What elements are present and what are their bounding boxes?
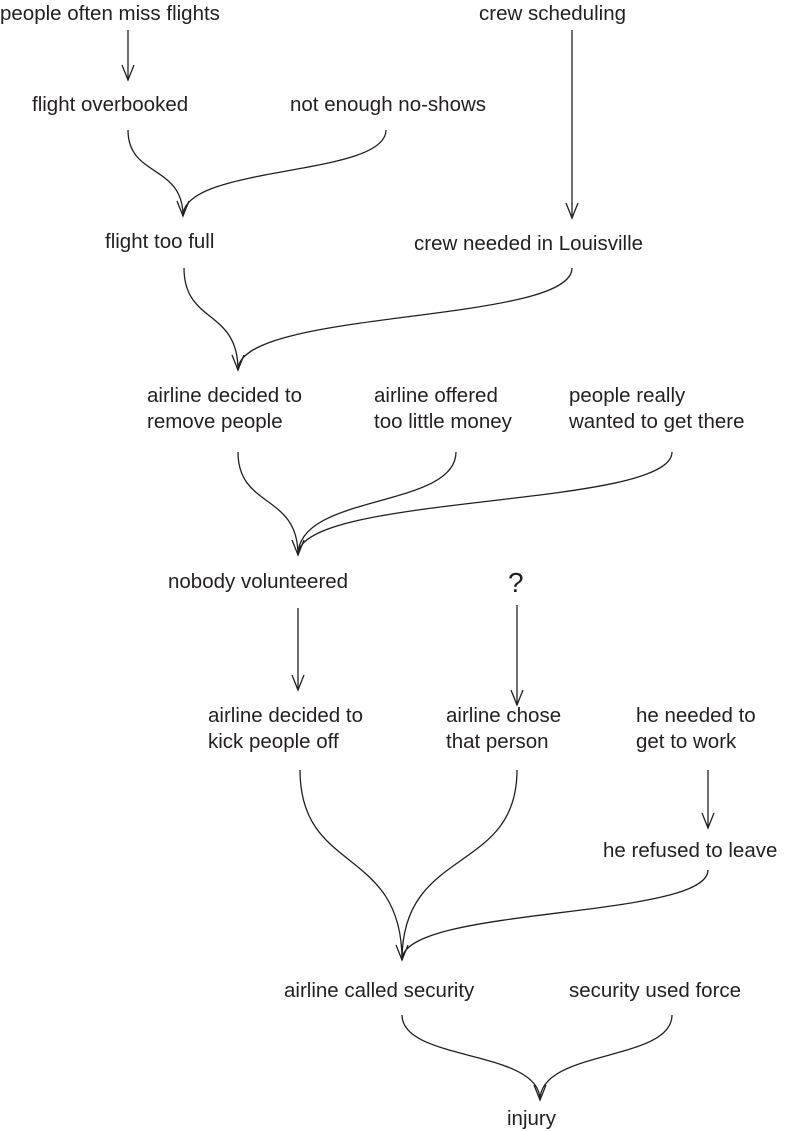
arrowhead-icon xyxy=(395,944,409,962)
node-line: flight overbooked xyxy=(32,93,188,116)
node-line: get to work xyxy=(636,730,737,753)
node-crew-scheduling: crew scheduling xyxy=(479,2,626,25)
node-injury: injury xyxy=(507,1107,557,1130)
converging-arrow xyxy=(297,451,673,556)
node-line: airline chose xyxy=(446,704,561,727)
node-unknown: ? xyxy=(508,567,524,598)
node-line: airline decided to xyxy=(208,704,363,727)
node-crew-needed: crew needed in Louisville xyxy=(414,232,643,255)
arrowhead-icon xyxy=(121,64,135,82)
node-line: people really xyxy=(569,384,686,407)
node-too-full: flight too full xyxy=(105,230,214,253)
node-line: remove people xyxy=(147,410,283,433)
node-decided-remove: airline decided to remove people xyxy=(147,384,302,433)
arrowhead-icon xyxy=(231,354,245,372)
node-needed-work: he needed to get to work xyxy=(636,704,756,753)
converging-arrow xyxy=(299,769,403,961)
node-line: not enough no-shows xyxy=(290,93,486,116)
converging-arrow xyxy=(182,129,387,217)
nodes: people often miss flights crew scheduling… xyxy=(0,2,777,1130)
converging-arrow xyxy=(401,769,518,961)
node-line: he refused to leave xyxy=(603,839,777,862)
converging-arrow xyxy=(127,129,184,217)
node-line: ? xyxy=(508,567,524,598)
node-line: crew scheduling xyxy=(479,2,626,25)
converging-arrow xyxy=(237,451,299,556)
arrowhead-icon xyxy=(291,674,305,692)
node-line: flight too full xyxy=(105,230,214,253)
converging-arrow xyxy=(297,451,457,556)
arrowhead-icon xyxy=(176,200,190,218)
node-wanted-there: people really wanted to get there xyxy=(568,384,745,433)
node-no-shows: not enough no-shows xyxy=(290,93,486,116)
node-overbooked: flight overbooked xyxy=(32,93,188,116)
node-line: airline called security xyxy=(284,979,475,1002)
arrowhead-icon xyxy=(533,1084,547,1102)
node-chose-person: airline chose that person xyxy=(446,704,561,753)
node-line: kick people off xyxy=(208,730,339,753)
converging-arrow xyxy=(237,267,573,371)
converging-arrow xyxy=(401,869,709,961)
node-kick-off: airline decided to kick people off xyxy=(208,704,363,753)
node-refused: he refused to leave xyxy=(603,839,777,862)
arrowhead-icon xyxy=(565,202,579,220)
arrowhead-icon xyxy=(291,539,305,557)
node-line: that person xyxy=(446,730,549,753)
node-line: people often miss flights xyxy=(0,2,220,25)
node-line: nobody volunteered xyxy=(168,570,348,593)
arrowhead-icon xyxy=(510,689,524,707)
arrowhead-icon xyxy=(701,812,715,830)
edges xyxy=(121,30,715,1102)
node-line: wanted to get there xyxy=(568,410,745,433)
node-line: too little money xyxy=(374,410,513,433)
node-nobody-volunteered: nobody volunteered xyxy=(168,570,348,593)
node-line: airline decided to xyxy=(147,384,302,407)
converging-arrow xyxy=(401,1014,541,1101)
converging-arrow xyxy=(539,1014,673,1101)
node-line: crew needed in Louisville xyxy=(414,232,643,255)
node-too-little-money: airline offered too little money xyxy=(374,384,513,433)
node-used-force: security used force xyxy=(569,979,741,1002)
node-line: injury xyxy=(507,1107,557,1130)
node-line: security used force xyxy=(569,979,741,1002)
node-line: he needed to xyxy=(636,704,756,727)
node-line: airline offered xyxy=(374,384,498,407)
node-called-security: airline called security xyxy=(284,979,475,1002)
node-miss-flights: people often miss flights xyxy=(0,2,220,25)
converging-arrow xyxy=(183,267,239,371)
